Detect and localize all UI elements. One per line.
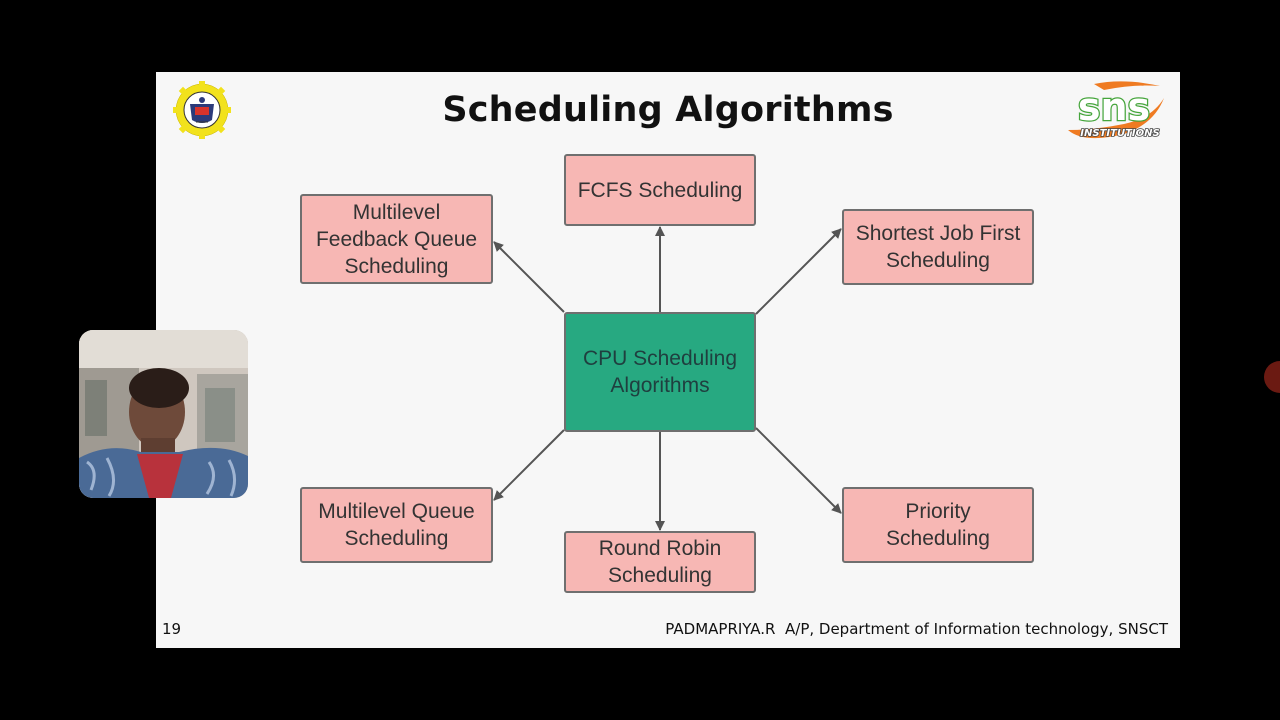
node-multilevel-feedback-queue-scheduling: Multilevel Feedback Queue Scheduling <box>300 194 493 284</box>
college-emblem-logo <box>172 80 232 140</box>
slide-title: Scheduling Algorithms <box>442 90 894 130</box>
arrow-to-sjf <box>755 228 842 315</box>
node-label: Round Robin Scheduling <box>598 537 722 587</box>
slide: Scheduling Algorithms sns INSTITUTIONS F… <box>156 72 1180 648</box>
arrow-to-mlq <box>493 429 565 501</box>
presenter-webcam <box>79 330 248 498</box>
arrow-to-mlfq <box>493 241 565 313</box>
sns-institutions-logo: sns INSTITUTIONS <box>1064 78 1168 144</box>
node-shortest-job-first-scheduling: Shortest Job First Scheduling <box>842 209 1034 285</box>
node-round-robin-scheduling: Round Robin Scheduling <box>564 531 756 593</box>
sns-logo-text: sns <box>1078 85 1150 129</box>
node-priority-scheduling: Priority Scheduling <box>842 487 1034 563</box>
node-multilevel-queue-scheduling: Multilevel Queue Scheduling <box>300 487 493 563</box>
node-label: FCFS Scheduling <box>577 178 743 202</box>
node-label: Multilevel Queue Scheduling <box>318 500 475 550</box>
node-cpu-scheduling-algorithms: CPU Scheduling Algorithms <box>564 312 756 432</box>
diagram-arrows <box>493 226 842 531</box>
slide-number: 19 <box>162 620 182 638</box>
center-label: CPU Scheduling Algorithms <box>582 347 738 397</box>
side-indicator-dot <box>1264 361 1280 393</box>
node-fcfs-scheduling: FCFS Scheduling <box>564 154 756 226</box>
node-label: Shortest Job First Scheduling <box>855 222 1021 272</box>
node-label: Priority Scheduling <box>886 500 990 550</box>
sns-logo-subtext: INSTITUTIONS <box>1080 128 1159 139</box>
footer-credit: PADMAPRIYA.R A/P, Department of Informat… <box>665 620 1168 638</box>
node-label: Multilevel Feedback Queue Scheduling <box>315 200 478 278</box>
arrow-to-priority <box>755 427 842 514</box>
